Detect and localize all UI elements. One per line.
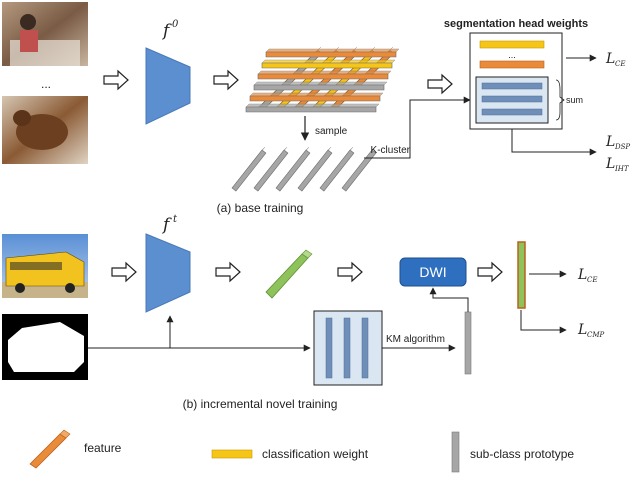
loss-arrow <box>520 310 567 334</box>
legend-prototype-label: sub-class prototype <box>470 447 574 461</box>
sample-label: sample <box>315 126 348 137</box>
novel-feature <box>265 249 313 299</box>
caption-base-training: (a) base training <box>217 201 304 215</box>
legend: feature classification weight sub-class … <box>29 429 574 473</box>
loss-dsp-subscript: DSP <box>614 143 630 151</box>
legend-feature-swatch <box>29 429 71 469</box>
sampled-prototype-bar <box>275 146 311 192</box>
image-list-ellipsis: ... <box>41 77 51 91</box>
sampled-prototype-bar <box>341 146 377 192</box>
hollow-arrow <box>427 73 453 95</box>
legend-classification-weight-swatch <box>211 449 253 459</box>
loss-iht-subscript: IHT <box>614 165 630 173</box>
hollow-arrow <box>337 261 363 283</box>
legend-classification-weight-label: classification weight <box>262 447 369 461</box>
subclass-weight-bar <box>481 108 543 116</box>
hollow-arrow <box>111 261 137 283</box>
loss-cmp-symbol: L <box>577 322 587 338</box>
feature-bar <box>261 59 396 69</box>
loss-ce-subscript: CE <box>587 276 597 284</box>
kcluster-arrow <box>364 96 471 159</box>
class-weight-bar <box>479 60 545 69</box>
encoder-superscript: 0 <box>172 19 179 30</box>
sum-label: sum <box>566 95 583 105</box>
encoder-ft <box>145 233 191 313</box>
encoder-superscript: t <box>173 214 178 225</box>
loss-ce-subscript: CE <box>615 60 625 68</box>
input-image-bus <box>2 234 88 298</box>
loss-dsp-symbol: L <box>605 134 615 150</box>
km-label: KM algorithm <box>386 334 445 345</box>
hollow-arrow <box>215 261 241 283</box>
loss-iht-symbol: L <box>605 156 615 172</box>
head-title: segmentation head weights <box>444 18 588 30</box>
subclass-weight-bar <box>481 82 543 90</box>
head-ellipsis: ... <box>508 50 516 60</box>
hollow-arrow <box>213 69 239 91</box>
sampled-prototypes <box>231 146 377 192</box>
novel-prototype-bar <box>464 311 472 375</box>
legend-feature-label: feature <box>84 441 122 455</box>
kcluster-label: K-cluster <box>371 145 411 156</box>
legend-prototype-swatch <box>451 431 460 473</box>
feature-bar <box>265 48 400 58</box>
novel-training-section: f t DWI L CE L CMP <box>2 214 605 411</box>
dwi-label: DWI <box>419 264 446 280</box>
encoder-label: f <box>161 215 172 235</box>
sum-brace <box>555 79 565 121</box>
hollow-arrow <box>477 261 503 283</box>
sampled-prototype-bar <box>319 146 355 192</box>
subclass-weight-bar <box>481 95 543 103</box>
encoder-label: f <box>161 21 172 41</box>
input-image-dog <box>2 96 88 164</box>
sampled-prototype-bar <box>253 146 289 192</box>
feature-grid <box>245 46 400 113</box>
feature-bar <box>245 103 380 113</box>
base-training-section: ... f 0 sample K-cluster <box>2 2 630 215</box>
input-image-mask <box>2 314 88 380</box>
caption-novel-training: (b) incremental novel training <box>183 397 338 411</box>
input-image-girl <box>2 2 88 66</box>
loss-cmp-subscript: CMP <box>587 331 605 339</box>
encoder-f0 <box>145 47 191 125</box>
loss-ce-symbol: L <box>577 267 587 283</box>
class-weight-bar <box>479 40 545 49</box>
feature-bar <box>249 92 384 102</box>
subclass-prototype-bar <box>343 317 351 379</box>
feature-bar <box>253 81 388 91</box>
feature-bar <box>257 70 392 80</box>
loss-arrow <box>511 129 597 156</box>
sampled-prototype-bar <box>297 146 333 192</box>
subclass-prototype-bar <box>325 317 333 379</box>
loss-ce-symbol: L <box>605 51 615 67</box>
sampled-prototype-bar <box>231 146 267 192</box>
classifier-bar <box>517 241 526 309</box>
hollow-arrow <box>103 69 129 91</box>
dwi-block <box>399 257 467 287</box>
subclass-prototype-bar <box>361 317 369 379</box>
prototype-to-dwi-arrow <box>429 287 469 312</box>
